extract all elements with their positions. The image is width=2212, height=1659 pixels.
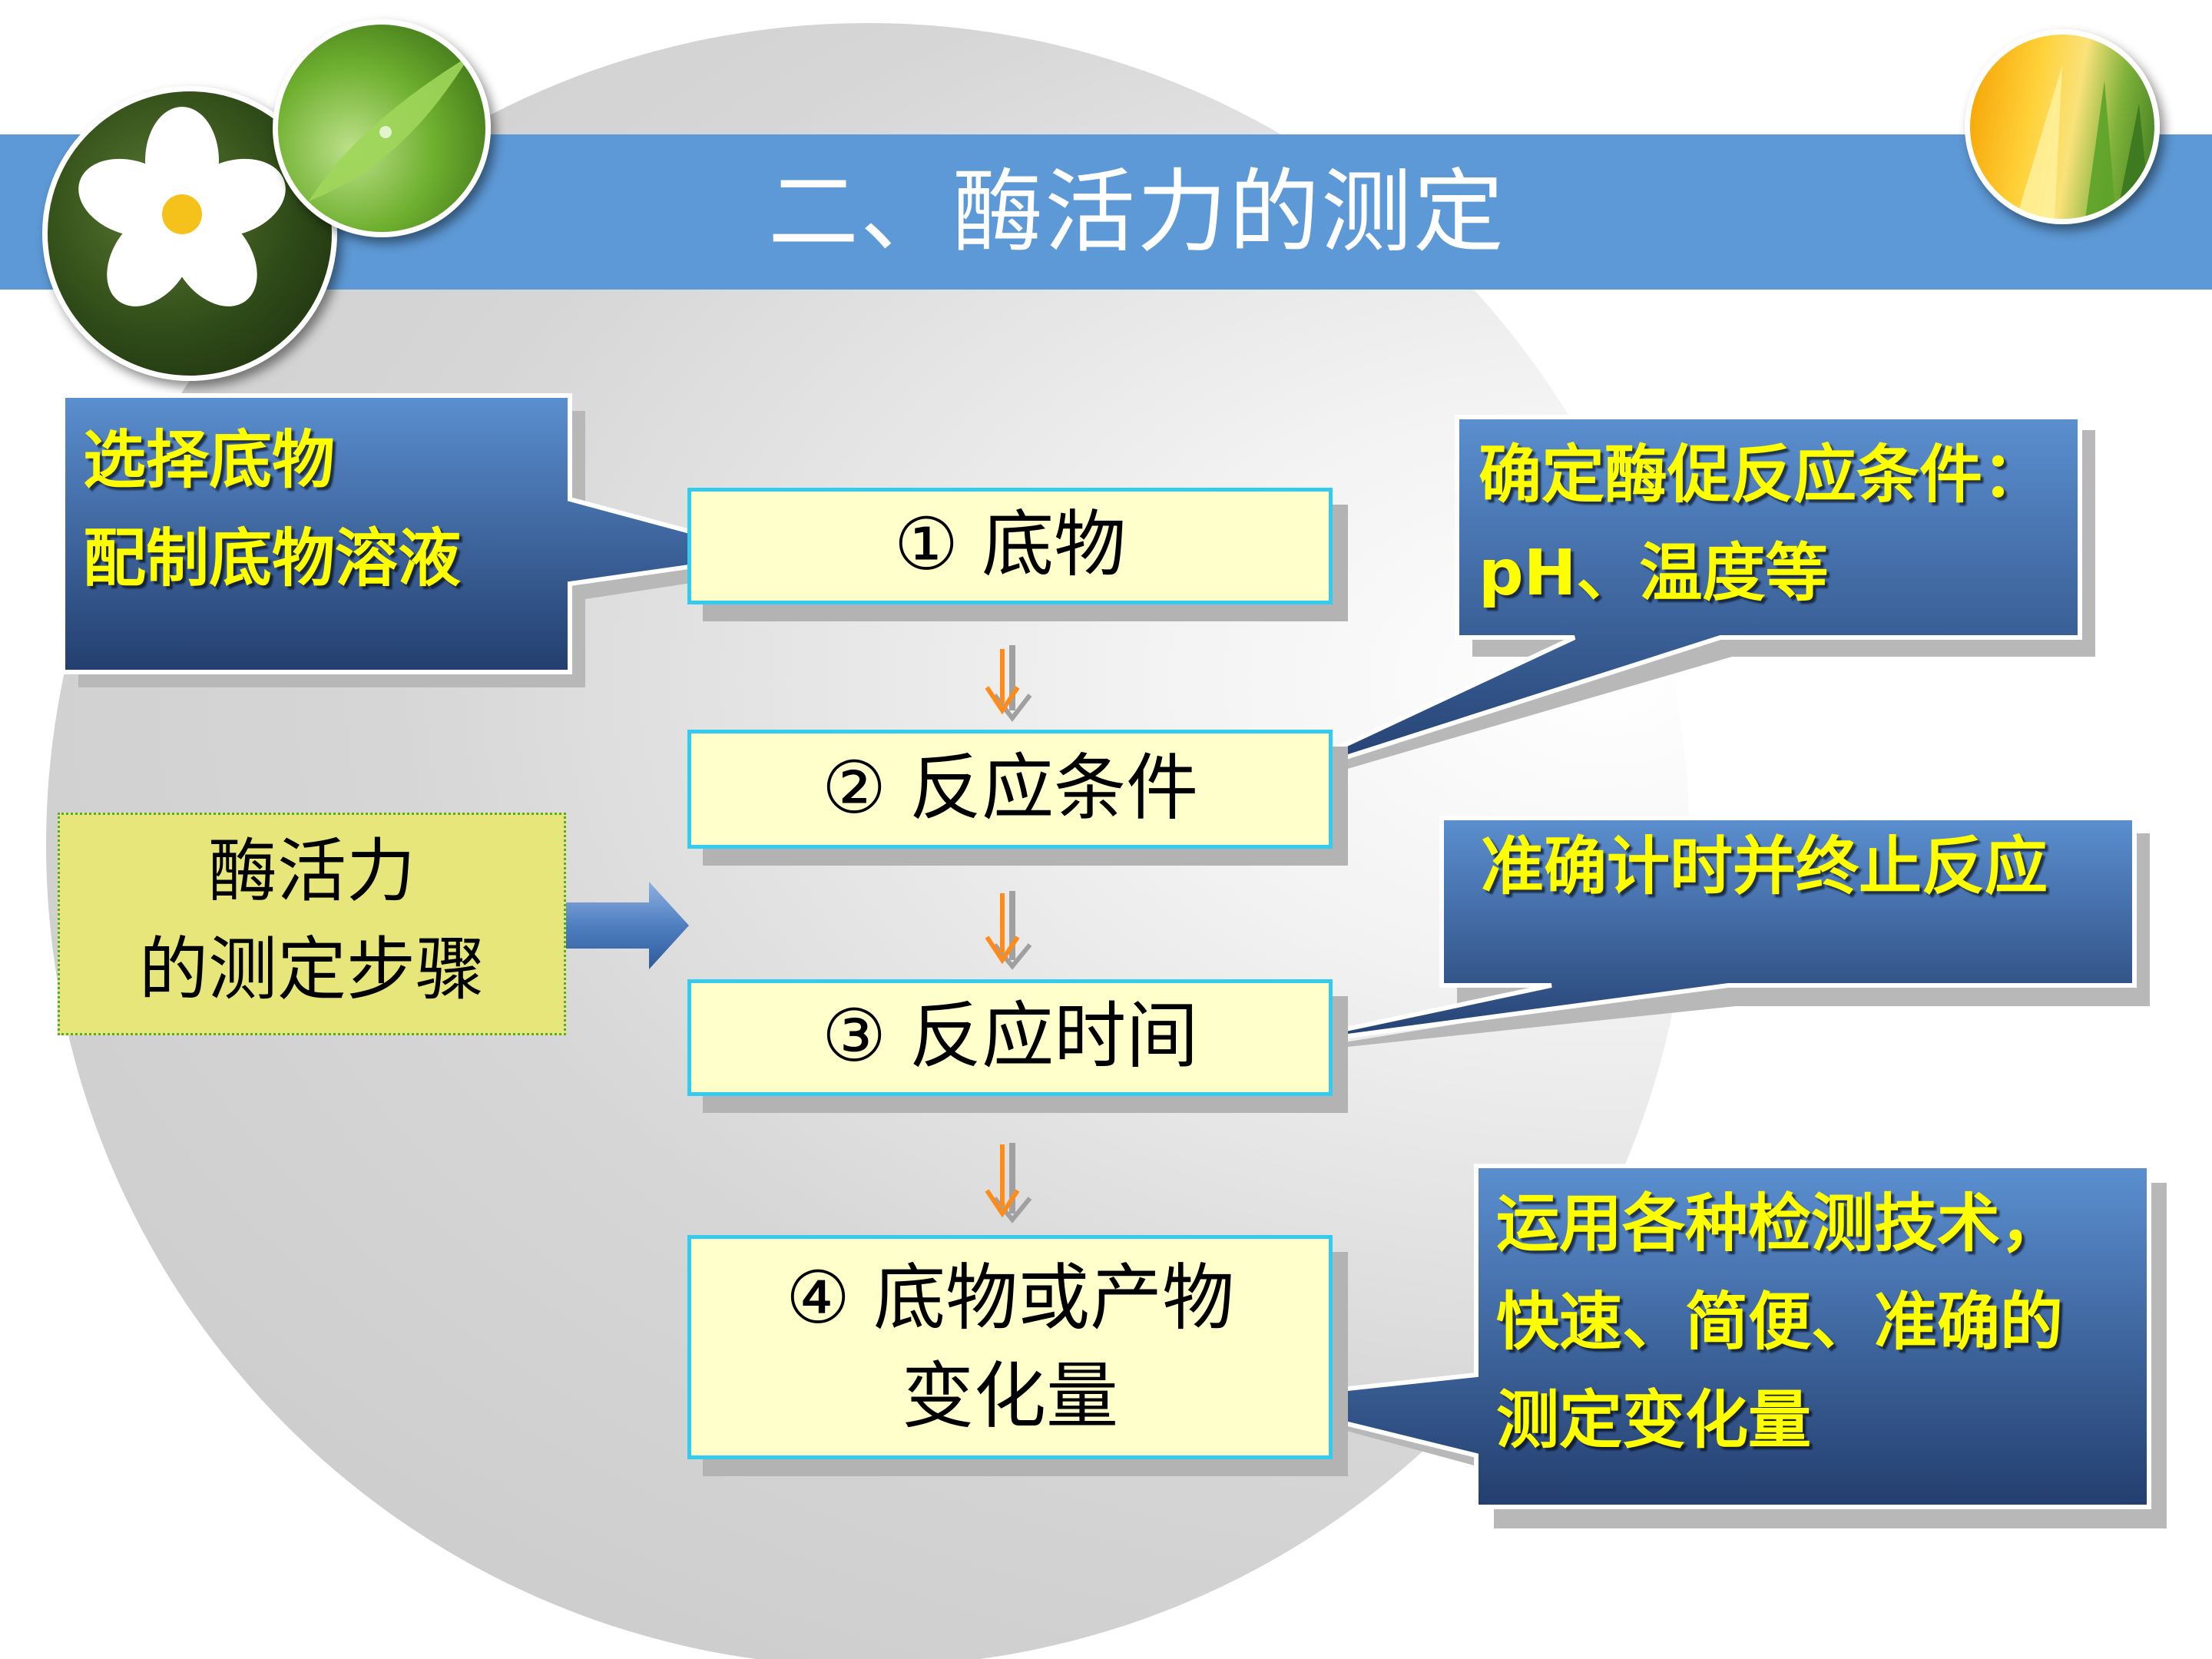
right-callout-3-text: 运用各种检测技术， 快速、简便、准确的 测定变化量: [1496, 1175, 2063, 1470]
side-label-line2: 的测定步骤: [139, 929, 485, 1010]
left-callout-text: 选择底物 配制底物溶液: [83, 412, 461, 608]
step-1-label: ① 底物: [893, 503, 1127, 587]
right-callout-3-line2: 快速、简便、准确的: [1496, 1286, 2064, 1359]
right-callout-1-text: 确定酶促反应条件： pH、温度等: [1479, 426, 2045, 623]
down-arrow-2: [985, 891, 1032, 970]
down-arrow-1: [985, 645, 1032, 722]
right-callout-1-line2: pH、温度等: [1479, 537, 1829, 610]
step-2-conditions: ② 反应条件: [687, 730, 1333, 849]
leaf-photo-icon: [273, 19, 491, 237]
step-4-label-line1: ④ 底物或产物: [785, 1257, 1235, 1340]
step-4-label-line2: 变化量: [901, 1355, 1118, 1439]
step-4-change-amount: ④ 底物或产物 变化量: [687, 1235, 1333, 1459]
down-arrow-3: [985, 1143, 1032, 1224]
step-3-time: ③ 反应时间: [687, 979, 1333, 1096]
page-title: 二、酶活力的测定: [768, 159, 1506, 265]
right-callout-1-line1: 确定酶促反应条件：: [1479, 439, 2046, 512]
left-callout-line1: 选择底物: [83, 424, 336, 497]
step-3-label: ③ 反应时间: [821, 995, 1199, 1078]
callout-right-3-shape: [1247, 1164, 2167, 1528]
side-label-box: 酶活力 的测定步骤: [58, 813, 566, 1035]
right-callout-2-line1: 准确计时并终止反应: [1481, 830, 2048, 903]
right-callout-3-line3: 测定变化量: [1496, 1384, 1812, 1457]
right-callout-2-text: 准确计时并终止反应: [1481, 818, 2048, 916]
step-2-label: ② 反应条件: [821, 747, 1199, 830]
side-label-line1: 酶活力: [208, 831, 416, 912]
step-1-substrate: ① 底物: [687, 488, 1333, 604]
left-callout-line2: 配制底物溶液: [83, 522, 462, 595]
callout-left-shape: [61, 393, 787, 687]
callout-right-2-shape: [1255, 816, 2150, 1056]
callout-right-1-shape: [1258, 415, 2095, 791]
grass-photo-icon: [1965, 29, 2160, 224]
right-callout-3-line1: 运用各种检测技术，: [1496, 1187, 2064, 1260]
